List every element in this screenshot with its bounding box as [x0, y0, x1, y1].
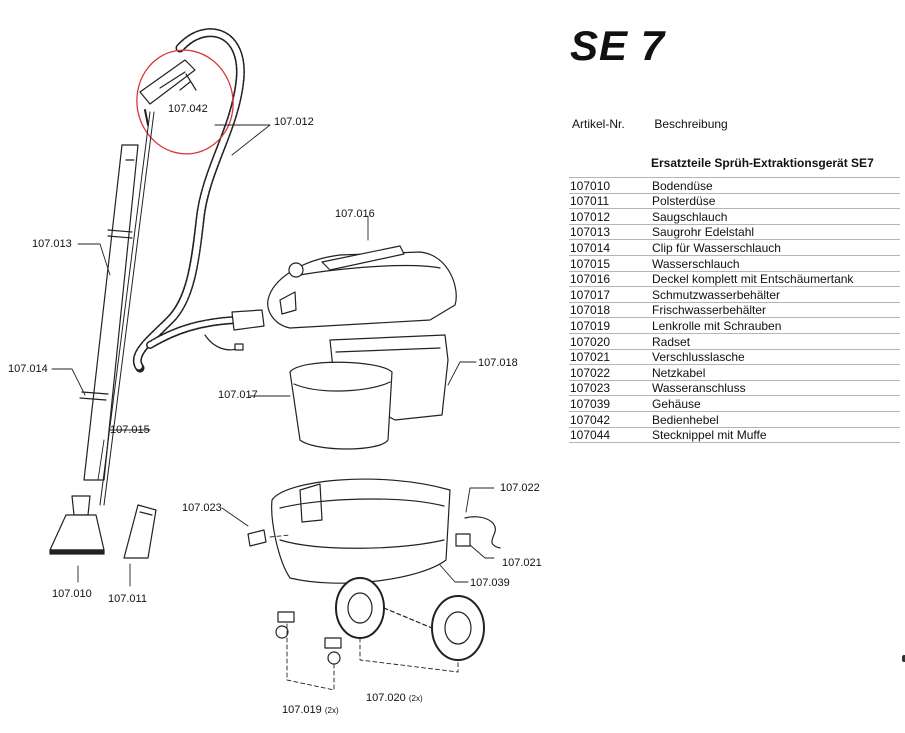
part-description: Bodendüse: [651, 177, 900, 194]
callout-107014: 107.014: [8, 363, 48, 375]
part-number: 107020: [569, 333, 651, 350]
part-description: Verschlusslasche: [651, 349, 900, 366]
part-number: 107010: [569, 177, 651, 194]
part-number: 107019: [569, 317, 651, 334]
callout-107017: 107.017: [218, 389, 258, 401]
part-number: 107044: [569, 427, 651, 444]
callout-107019: 107.019 (2x): [282, 704, 339, 716]
suction-tube-107013: [79, 111, 155, 506]
callout-107042: 107.042: [168, 103, 208, 115]
exploded-parts-diagram: [49, 28, 501, 691]
page-title: SE 7: [570, 22, 666, 69]
suction-hose: [132, 28, 265, 373]
part-number: 107021: [569, 349, 651, 366]
callout-107023: 107.023: [182, 502, 222, 514]
callout-107015: 107.015: [110, 424, 150, 436]
callout-107020-number: 107.020: [366, 692, 406, 704]
part-description: Wasserschlauch: [651, 255, 900, 272]
callout-107021: 107.021: [502, 557, 542, 569]
part-description: Deckel komplett mit Entschäumertank: [651, 271, 900, 288]
part-description: Polsterdüse: [651, 193, 900, 210]
part-description: Clip für Wasserschlauch: [651, 239, 900, 256]
callout-107010: 107.010: [52, 588, 92, 600]
table-header: Artikel-Nr. Beschreibung: [572, 117, 728, 131]
part-number: 107012: [569, 208, 651, 225]
part-description: Radset: [651, 333, 900, 350]
part-number: 107022: [569, 364, 651, 381]
header-description: Beschreibung: [654, 117, 728, 131]
power-cord-107022: [455, 516, 501, 549]
part-number: 107014: [569, 239, 651, 256]
part-number: 107016: [569, 271, 651, 288]
table-subtitle: Ersatzteile Sprüh-Extraktionsgerät SE7: [651, 156, 874, 170]
part-description: Lenkrolle mit Schrauben: [651, 317, 900, 334]
callout-107012: 107.012: [274, 116, 314, 128]
callout-107020-qty: (2x): [408, 694, 423, 703]
part-number: 107011: [569, 193, 651, 210]
part-description: Stecknippel mit Muffe: [651, 427, 900, 444]
callout-107011: 107.011: [108, 593, 147, 605]
part-description: Gehäuse: [651, 395, 900, 412]
header-article-number: Artikel-Nr.: [572, 117, 625, 131]
callout-107013: 107.013: [32, 238, 72, 250]
part-number: 107042: [569, 411, 651, 428]
callout-107018: 107.018: [478, 357, 518, 369]
edge-mark: [902, 655, 905, 662]
upholstery-nozzle-107011: [123, 504, 157, 559]
part-number: 107023: [569, 380, 651, 397]
callout-107039: 107.039: [470, 577, 510, 589]
part-number: 107018: [569, 302, 651, 319]
part-number: 107039: [569, 395, 651, 412]
part-description: Saugrohr Edelstahl: [651, 224, 900, 241]
callout-107019-qty: (2x): [324, 706, 339, 715]
part-description: Bedienhebel: [651, 411, 900, 428]
part-description: Saugschlauch: [651, 208, 900, 225]
housing-107039: [271, 478, 451, 584]
callout-107019-number: 107.019: [282, 704, 322, 716]
casters-107019: [275, 611, 342, 665]
part-description: Netzkabel: [651, 364, 900, 381]
water-connector-107023: [247, 529, 267, 547]
callout-107022: 107.022: [500, 482, 540, 494]
floor-nozzle-107010: [49, 495, 105, 555]
part-description: Wasseranschluss: [651, 380, 900, 397]
part-number: 107015: [569, 255, 651, 272]
handle-107042: [139, 59, 197, 126]
dirty-water-tank-107017: [289, 361, 393, 450]
part-description: Frischwasserbehälter: [651, 302, 900, 319]
callout-107016: 107.016: [335, 208, 375, 220]
part-number: 107013: [569, 224, 651, 241]
highlight-circle: [136, 49, 234, 155]
lid-107016: [267, 245, 457, 329]
callout-107020: 107.020 (2x): [366, 692, 423, 704]
part-description: Schmutzwasserbehälter: [651, 286, 900, 303]
part-number: 107017: [569, 286, 651, 303]
wheels-107020: [335, 577, 485, 661]
